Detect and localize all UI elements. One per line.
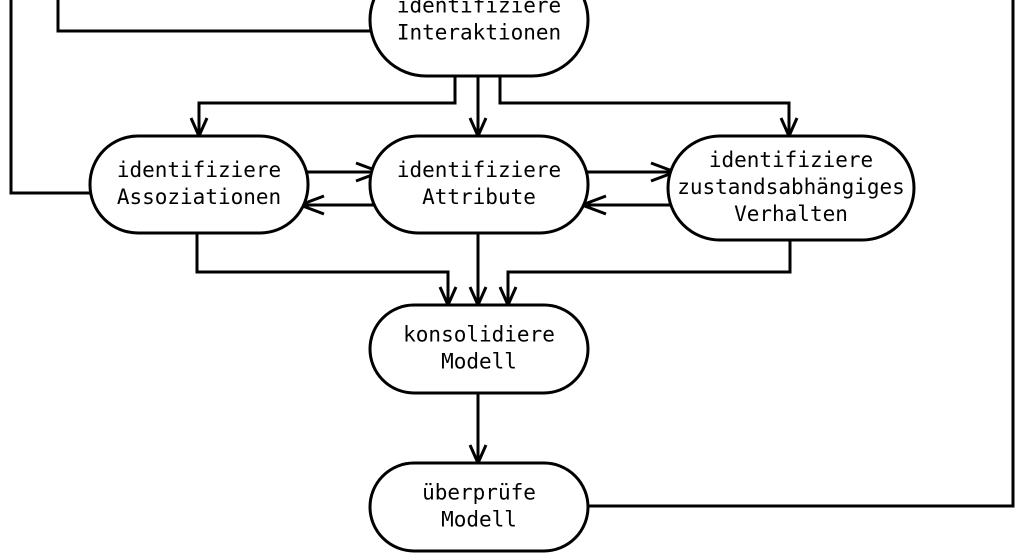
edge-interaktionen-to-assoziationen bbox=[189, 76, 457, 140]
edge-attribute-to-verhalten bbox=[585, 161, 680, 183]
edge-verhalten-to-attribute bbox=[577, 194, 672, 216]
edge-feedback-left-to-assoziationen bbox=[9, 0, 104, 195]
edge-konsolidiere-to-ueberpruefe bbox=[468, 393, 488, 467]
identifiziere-interaktionen-label-line-1: Interaktionen bbox=[397, 21, 561, 45]
edge-assoziationen-to-konsolidiere-line bbox=[195, 232, 450, 302]
edge-interaktionen-to-verhalten-line bbox=[498, 76, 791, 133]
edge-interaktionen-feedback-left-line bbox=[56, 0, 372, 33]
identifiziere-interaktionen-shape[interactable] bbox=[368, 0, 590, 78]
konsolidiere-modell-shape[interactable] bbox=[368, 303, 590, 395]
identifiziere-zustandsabhaengiges-verhalten-label-line-2: Verhalten bbox=[734, 202, 848, 226]
edge-verhalten-to-konsolidiere-line bbox=[506, 240, 792, 302]
edge-assoziationen-to-attribute bbox=[303, 161, 385, 183]
ueberpruefe-modell-label-line-1: Modell bbox=[441, 508, 517, 532]
edge-attribute-to-assoziationen bbox=[295, 194, 377, 216]
identifiziere-attribute-shape[interactable] bbox=[368, 134, 590, 235]
edge-ueberpruefe-feedback-right bbox=[588, 0, 1015, 508]
identifiziere-assoziationen-label-line-0: identifiziere bbox=[117, 158, 281, 182]
edge-ueberpruefe-feedback-right-line bbox=[588, 0, 1015, 508]
identifiziere-attribute-label-line-0: identifiziere bbox=[397, 158, 561, 182]
identifiziere-assoziationen-label-line-1: Assoziationen bbox=[117, 185, 281, 209]
identifiziere-interaktionen-label-line-0: identifiziere bbox=[397, 0, 561, 18]
edge-interaktionen-to-verhalten bbox=[498, 76, 799, 140]
edge-interaktionen-to-attribute bbox=[468, 76, 488, 140]
ueberpruefe-modell-shape[interactable] bbox=[368, 461, 590, 553]
konsolidiere-modell-label-line-0: konsolidiere bbox=[403, 323, 555, 347]
edge-verhalten-to-konsolidiere bbox=[498, 240, 792, 309]
identifiziere-zustandsabhaengiges-verhalten-label-line-1: zustandsabhängiges bbox=[677, 175, 905, 199]
konsolidiere-modell-label-line-1: Modell bbox=[441, 350, 517, 374]
edge-interaktionen-feedback-left bbox=[56, 0, 372, 33]
identifiziere-zustandsabhaengiges-verhalten-label-line-0: identifiziere bbox=[709, 148, 873, 172]
edge-feedback-left-to-assoziationen-line bbox=[9, 0, 104, 195]
ueberpruefe-modell-label-line-0: überprüfe bbox=[422, 481, 536, 505]
edge-interaktionen-to-assoziationen-line bbox=[197, 76, 457, 133]
edge-assoziationen-to-konsolidiere bbox=[195, 232, 458, 309]
identifiziere-assoziationen-shape[interactable] bbox=[88, 134, 310, 235]
edges-layer bbox=[9, 0, 1015, 508]
edge-attribute-to-konsolidiere bbox=[468, 233, 488, 309]
identifiziere-zustandsabhaengiges-verhalten-shape[interactable] bbox=[666, 134, 916, 242]
identifiziere-attribute-label-line-1: Attribute bbox=[422, 185, 536, 209]
